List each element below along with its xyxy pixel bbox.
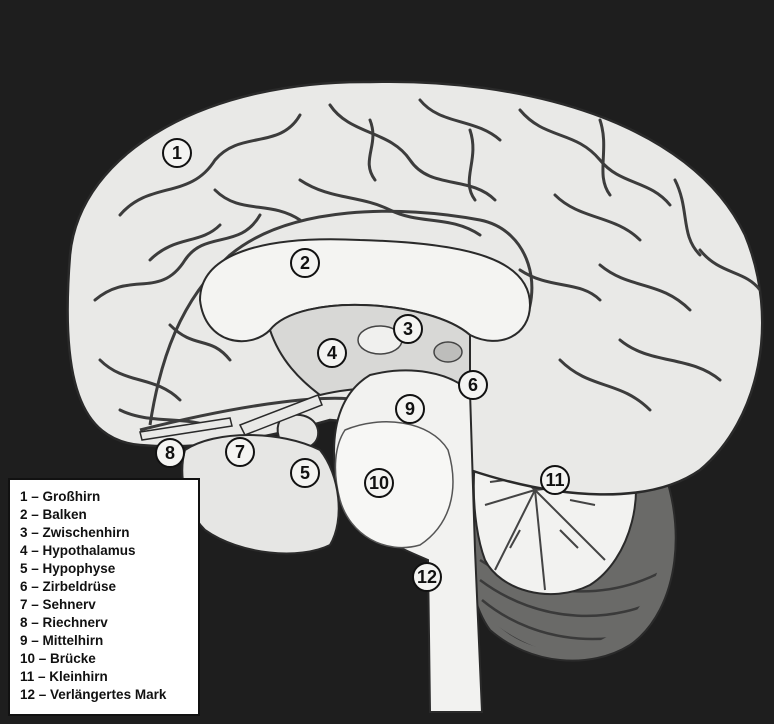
marker-12: 12 bbox=[412, 562, 442, 592]
marker-2: 2 bbox=[290, 248, 320, 278]
marker-7: 7 bbox=[225, 437, 255, 467]
marker-8: 8 bbox=[155, 438, 185, 468]
legend-item-5: 5 – Hypophyse bbox=[20, 560, 188, 578]
legend-item-7: 7 – Sehnerv bbox=[20, 596, 188, 614]
marker-3: 3 bbox=[393, 314, 423, 344]
marker-1: 1 bbox=[162, 138, 192, 168]
legend-item-11: 11 – Kleinhirn bbox=[20, 668, 188, 686]
legend-item-3: 3 – Zwischenhirn bbox=[20, 524, 188, 542]
legend-item-12: 12 – Verlängertes Mark bbox=[20, 686, 188, 704]
marker-5: 5 bbox=[290, 458, 320, 488]
legend-item-8: 8 – Riechnerv bbox=[20, 614, 188, 632]
marker-9: 9 bbox=[395, 394, 425, 424]
legend-item-1: 1 – Großhirn bbox=[20, 488, 188, 506]
legend-item-4: 4 – Hypothalamus bbox=[20, 542, 188, 560]
marker-10: 10 bbox=[364, 468, 394, 498]
legend-box: 1 – Großhirn 2 – Balken 3 – Zwischenhirn… bbox=[8, 478, 200, 716]
legend-item-9: 9 – Mittelhirn bbox=[20, 632, 188, 650]
legend-item-6: 6 – Zirbeldrüse bbox=[20, 578, 188, 596]
marker-6: 6 bbox=[458, 370, 488, 400]
legend-item-2: 2 – Balken bbox=[20, 506, 188, 524]
temporal-lobe-shape bbox=[182, 435, 338, 553]
marker-11: 11 bbox=[540, 465, 570, 495]
legend-item-10: 10 – Brücke bbox=[20, 650, 188, 668]
marker-4: 4 bbox=[317, 338, 347, 368]
